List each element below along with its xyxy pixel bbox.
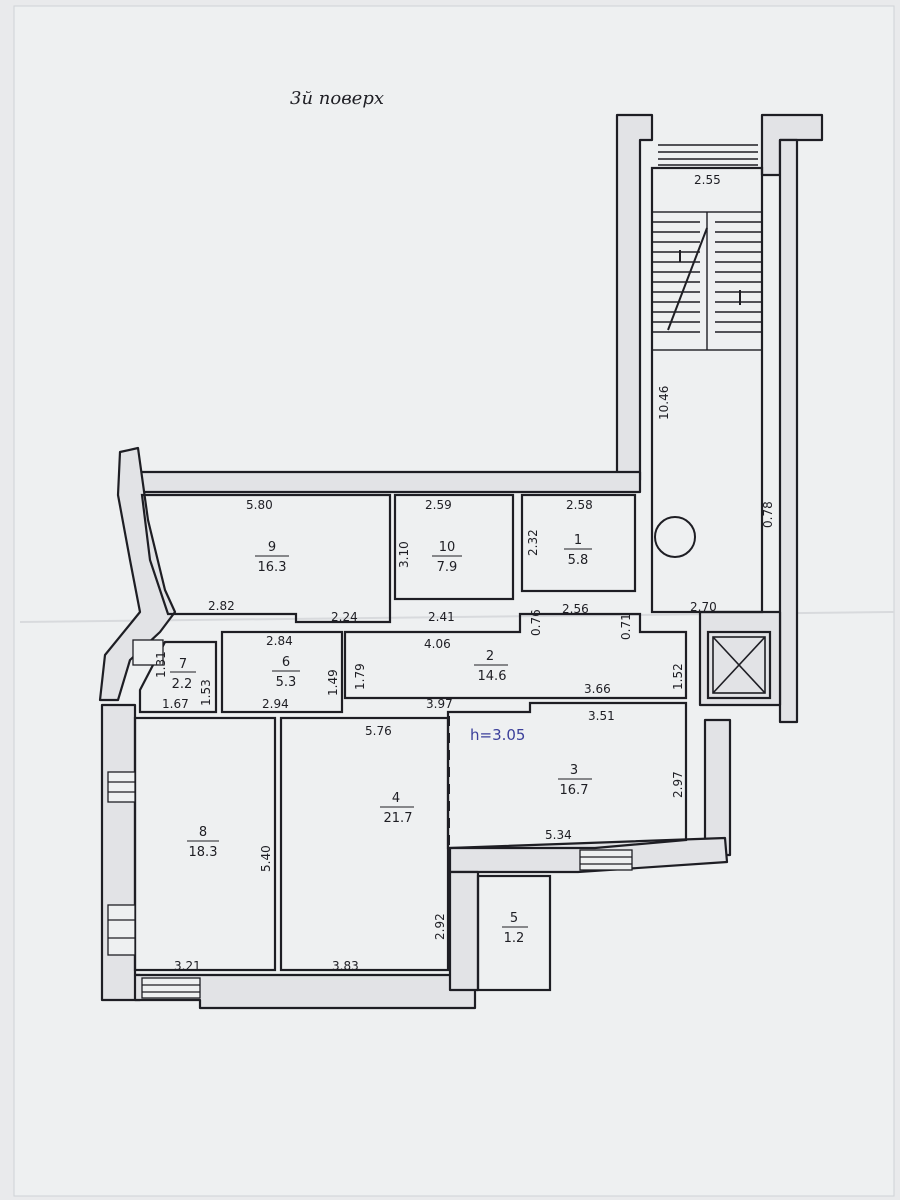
walls <box>98 113 824 1010</box>
dim-label: 3.21 <box>174 959 201 973</box>
dim-label: 2.97 <box>671 771 685 798</box>
room-7-outline <box>138 640 218 714</box>
dim-label: 3.83 <box>332 959 359 973</box>
svg-text:5.8: 5.8 <box>568 553 589 568</box>
windows <box>107 639 633 999</box>
dim-label: 3.97 <box>426 697 453 711</box>
stair-wall-right <box>778 138 799 724</box>
room-3-label: 316.7 <box>558 763 592 798</box>
room-4-label: 421.7 <box>380 791 414 826</box>
svg-text:18.3: 18.3 <box>189 845 218 860</box>
room-9-outline <box>140 493 392 624</box>
lift-cross <box>712 636 766 694</box>
svg-text:16.3: 16.3 <box>258 560 287 575</box>
room-6-outline <box>220 630 344 714</box>
dim-label: 1.67 <box>162 697 189 711</box>
shaft-circle <box>654 516 696 558</box>
svg-text:6: 6 <box>282 655 290 670</box>
svg-text:8: 8 <box>199 825 207 840</box>
lift-shaft <box>706 630 772 700</box>
svg-text:7: 7 <box>179 657 187 672</box>
dim-label: 2.70 <box>690 600 717 614</box>
room-6-label: 65.3 <box>272 655 300 690</box>
dim-label: 1.79 <box>353 663 367 690</box>
stair-hall <box>650 166 764 614</box>
room-10-label: 107.9 <box>432 540 462 575</box>
dim-label: 2.94 <box>262 697 289 711</box>
dim-label: 1.49 <box>326 669 340 696</box>
svg-text:16.7: 16.7 <box>560 783 589 798</box>
room-7-label: 72.2 <box>170 657 196 692</box>
svg-text:7.9: 7.9 <box>437 560 458 575</box>
west-curved-wall <box>98 446 177 702</box>
dim-label: 10.46 <box>657 386 671 420</box>
svg-text:3: 3 <box>570 763 578 778</box>
east-wall-lower <box>703 718 732 857</box>
dim-label: 1.31 <box>154 651 168 678</box>
balcony-wall <box>448 870 480 992</box>
room-5-outline <box>476 874 552 992</box>
dim-label: 5.80 <box>246 498 273 512</box>
svg-text:1.2: 1.2 <box>504 931 525 946</box>
svg-text:2: 2 <box>486 649 494 664</box>
room-8-outline <box>133 716 277 972</box>
room-2-outline <box>343 612 688 700</box>
dim-label: 2.41 <box>428 610 455 624</box>
svg-text:10: 10 <box>439 540 456 555</box>
lift-wall <box>698 610 782 707</box>
ceiling-height-note: h=3.05 <box>470 726 525 744</box>
room-8-label: 818.3 <box>187 825 219 860</box>
dim-label: 2.58 <box>566 498 593 512</box>
dim-label: 0.76 <box>529 609 543 636</box>
room-1-outline <box>520 493 637 593</box>
room-10-outline <box>393 493 515 601</box>
room-outlines <box>133 166 772 992</box>
svg-text:14.6: 14.6 <box>478 669 507 684</box>
room-1-label: 15.8 <box>564 533 592 568</box>
dim-label: 4.06 <box>424 637 451 651</box>
dim-label: 2.82 <box>208 599 235 613</box>
dim-label: 2.92 <box>433 913 447 940</box>
dim-label: 5.34 <box>545 828 572 842</box>
svg-text:21.7: 21.7 <box>384 811 413 826</box>
dim-label: 3.10 <box>397 541 411 568</box>
dim-label: 3.51 <box>588 709 615 723</box>
dim-label: 3.66 <box>584 682 611 696</box>
svg-text:9: 9 <box>268 540 276 555</box>
svg-text:4: 4 <box>392 791 400 806</box>
dim-label: 5.76 <box>365 724 392 738</box>
dim-label: 1.53 <box>199 679 213 706</box>
dim-label: 2.56 <box>562 602 589 616</box>
dim-label: 0.78 <box>761 501 775 528</box>
room-labels: 15.8 214.6 316.7 421.7 51.2 65.3 72.2 81… <box>170 533 592 946</box>
north-wall <box>136 470 642 494</box>
dimension-labels: 2.55 10.46 2.70 5.80 2.59 2.58 3.10 2.32… <box>154 173 775 973</box>
stair-flights <box>651 144 763 351</box>
room-2-label: 214.6 <box>474 649 508 684</box>
dim-label: 2.32 <box>526 529 540 556</box>
svg-text:2.2: 2.2 <box>172 677 193 692</box>
svg-text:1: 1 <box>574 533 582 548</box>
room-5-label: 51.2 <box>502 911 528 946</box>
dim-label: 2.55 <box>694 173 721 187</box>
dim-label: 5.40 <box>259 845 273 872</box>
plan-title: 3й поверх <box>290 88 384 109</box>
dim-label: 1.52 <box>671 663 685 690</box>
room-9-label: 916.3 <box>255 540 289 575</box>
svg-text:5.3: 5.3 <box>276 675 297 690</box>
dim-label: 2.24 <box>331 610 358 624</box>
dim-label: 2.84 <box>266 634 293 648</box>
dim-label: 2.59 <box>425 498 452 512</box>
room-3-outline <box>446 701 688 850</box>
svg-text:5: 5 <box>510 911 518 926</box>
dim-label: 0.71 <box>619 613 633 640</box>
